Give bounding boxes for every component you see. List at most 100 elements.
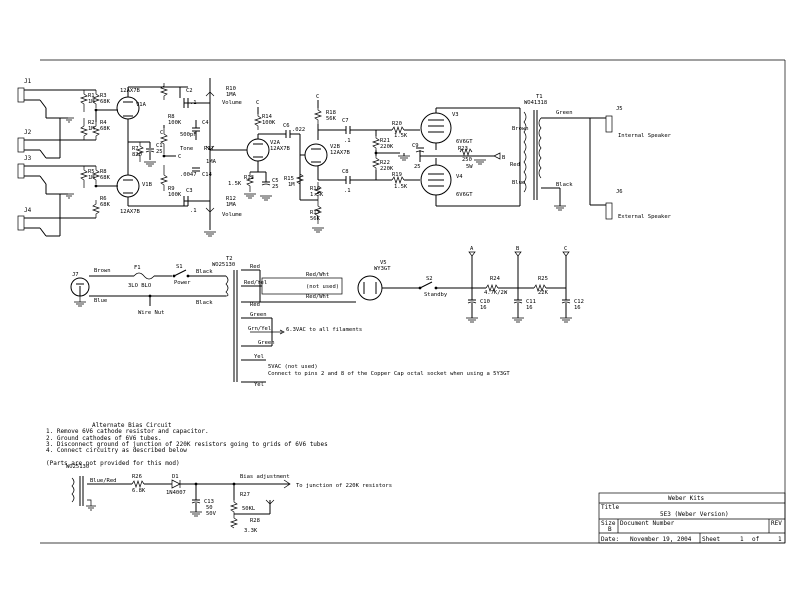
red-wht-2: Red/Wht xyxy=(306,294,329,300)
r9-label: R9 xyxy=(168,186,175,192)
r8a-value: 68K xyxy=(100,175,111,181)
volume-label-1: Volume xyxy=(222,100,242,106)
bias-notes-title: Alternate Bias Circuit xyxy=(92,422,172,429)
v3-type: 6V6GT xyxy=(456,139,473,145)
r5-value: 1M xyxy=(88,175,95,181)
node-c-a: C xyxy=(160,130,163,136)
c1-label: C1 xyxy=(156,143,163,149)
bias-to-junction: To junction of 220K resistors xyxy=(296,483,392,489)
node-c-ps: C xyxy=(564,246,567,252)
date-label: Date: xyxy=(601,536,619,543)
j5-label: J5 xyxy=(616,106,623,112)
r8a-label: R8 xyxy=(100,169,107,175)
c12-label: C12 xyxy=(574,299,584,305)
r16-label: R16 xyxy=(310,186,320,192)
r15-label: R15 xyxy=(284,176,294,182)
volume-label-2: Volume xyxy=(222,212,242,218)
r17-value: 56K xyxy=(310,216,321,222)
bias-adj: Bias adjustment xyxy=(240,474,290,480)
r1-label: R1 xyxy=(88,93,95,99)
r24-value: 4.7K/2W xyxy=(484,290,508,296)
sec-red: Red xyxy=(250,264,260,270)
c11-label: C11 xyxy=(526,299,536,305)
r2-label: R2 xyxy=(88,120,95,126)
v2a-type: 12AX7B xyxy=(270,146,291,152)
of-value: 1 xyxy=(778,536,782,543)
r23-watts: 5W xyxy=(466,164,473,170)
red-wht-1: Red/Wht xyxy=(306,272,329,278)
r19-label: R19 xyxy=(392,172,402,178)
c4-label: C4 xyxy=(202,120,209,126)
v5-type: WY3GT xyxy=(374,266,391,272)
v1b-label: V1B xyxy=(142,182,153,188)
v2a-label: V2A xyxy=(270,140,281,146)
d1-label: D1 xyxy=(172,474,179,480)
t2-wire-black2: Black xyxy=(196,300,213,306)
c10-label: C10 xyxy=(480,299,490,305)
driver-node-c1: C xyxy=(256,100,259,106)
sec-green: Green xyxy=(250,312,267,318)
r18-label: R18 xyxy=(326,110,336,116)
r3-value: 68K xyxy=(100,99,111,105)
sec-red2: Red xyxy=(250,302,260,308)
c12-value: 16 xyxy=(574,305,581,311)
v2b-label: V2B xyxy=(330,144,341,150)
company-name: Weber Kits xyxy=(668,495,705,502)
preamp-stage: R1 1M R2 1M R3 68K R4 68K R5 1M R8 68K R… xyxy=(68,78,242,237)
r6-label: R6 xyxy=(100,196,107,202)
t1-part: WO41318 xyxy=(524,100,547,106)
r2-value: 1M xyxy=(88,126,95,132)
c9-value: 25 xyxy=(414,164,421,170)
s1-label: S1 xyxy=(176,264,183,270)
v2b-type: 12AX7B xyxy=(330,150,351,156)
r11-value: 1MA xyxy=(206,159,217,165)
s1-desc: Power xyxy=(174,280,191,286)
r23-label: R23 xyxy=(458,146,468,152)
j5-desc: Internal Speaker xyxy=(618,133,672,139)
c5-value: 25 xyxy=(272,184,279,190)
r3-label: R3 xyxy=(100,93,107,99)
j6-desc: External Speaker xyxy=(618,214,672,220)
bias-step-1: 1. Remove 6V6 cathode resistor and capac… xyxy=(46,428,209,436)
jack-label-j1: J1 xyxy=(24,78,32,85)
r26-label: R26 xyxy=(132,474,142,480)
c13-value2: 50V xyxy=(206,511,217,517)
v1b-type: 12AX7B xyxy=(120,209,141,215)
r5-label: R5 xyxy=(88,169,95,175)
c1-value: 25 xyxy=(156,149,163,155)
r20-value: 1.5K xyxy=(394,133,408,139)
c9-label: C9 xyxy=(412,143,419,149)
bias-parts-note: (Parts are not provided for this mod) xyxy=(46,459,180,467)
r21-label: R21 xyxy=(380,138,390,144)
t1-wire-black: Black xyxy=(556,182,573,188)
c3-value: .1 xyxy=(190,208,197,214)
r14-value: 100K xyxy=(262,120,276,126)
sec-yel: Yel xyxy=(254,354,264,360)
r4-label: R4 xyxy=(100,120,107,126)
r4-value: 68K xyxy=(100,126,111,132)
r25-label: R25 xyxy=(538,276,548,282)
bias-step-3: 3. Disconnect ground of junction of 220K… xyxy=(46,440,328,448)
power-supply: J7 Brown Blue F1 3LO BLO S1 Power Black … xyxy=(70,246,584,388)
j7-label: J7 xyxy=(72,272,79,278)
rev-label: REV xyxy=(771,520,782,527)
r24-label: R24 xyxy=(490,276,501,282)
r21-value: 220K xyxy=(380,144,394,150)
t1-wire-green: Green xyxy=(556,110,573,116)
j7-wire-blue: Blue xyxy=(94,298,107,304)
r7-label: R7 xyxy=(132,146,139,152)
r9-value: 100K xyxy=(168,192,182,198)
v3-label: V3 xyxy=(452,112,459,118)
docnum-label: Document Number xyxy=(620,520,675,527)
t1-wire-blue: Blue xyxy=(512,180,525,186)
bias-step-4: 4. Connect circuitry as described below xyxy=(46,447,187,455)
bias-step-2: 2. Ground cathodes of 6V6 tubes. xyxy=(46,434,162,442)
d1-value: 1N4007 xyxy=(166,490,186,496)
title-block: Weber Kits Title 5E3 (Weber Version) Siz… xyxy=(598,492,786,544)
output-stage: R21 220K R22 220K R20 1.5K R19 1.5K V3 6… xyxy=(371,94,672,220)
sheet-label: Sheet xyxy=(702,536,720,543)
bias-wire: Blue/Red xyxy=(90,478,117,484)
c11-value: 16 xyxy=(526,305,533,311)
